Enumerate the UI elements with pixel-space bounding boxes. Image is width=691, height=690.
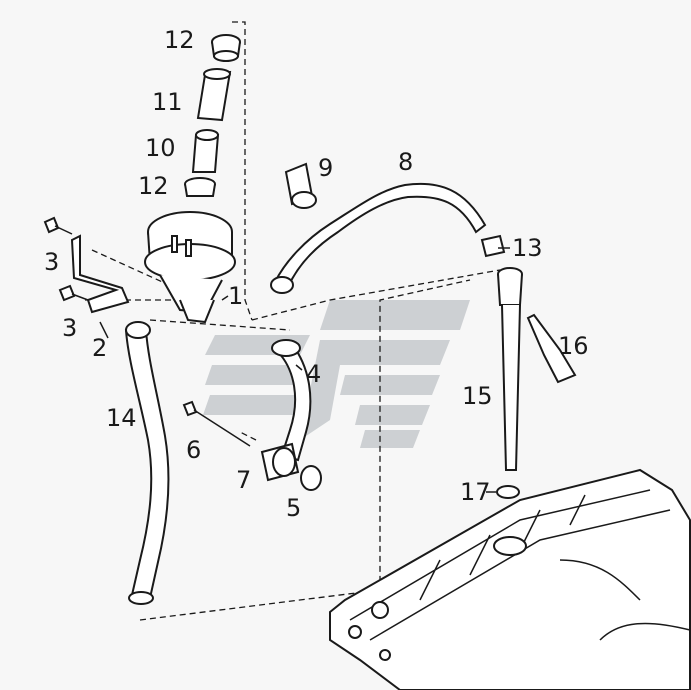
- o-ring-5: [300, 465, 322, 491]
- callout-2: 2: [92, 334, 107, 362]
- callout-17: 17: [460, 478, 491, 506]
- hose-11: [196, 68, 232, 122]
- callout-4: 4: [306, 360, 321, 388]
- callout-1: 1: [228, 282, 243, 310]
- bracket-2: [70, 234, 130, 314]
- hose-8: [270, 182, 487, 294]
- leader-lines: [99, 247, 510, 493]
- separator-1: [144, 211, 236, 324]
- intake-manifold: [329, 468, 691, 690]
- callout-10: 10: [145, 134, 176, 162]
- callout-3-upper: 3: [44, 248, 59, 276]
- callout-16: 16: [558, 332, 589, 360]
- callout-12-top: 12: [164, 26, 195, 54]
- callout-15: 15: [462, 382, 493, 410]
- dipstick-tube-15: [497, 267, 523, 471]
- hose-14: [124, 321, 170, 605]
- bolt-3-upper: [43, 216, 73, 235]
- callout-3-lower: 3: [62, 314, 77, 342]
- bolt-3-lower: [58, 284, 89, 302]
- adapter-7: [260, 442, 300, 482]
- callout-5: 5: [286, 494, 301, 522]
- bolt-6: [182, 400, 251, 447]
- callout-9: 9: [318, 154, 333, 182]
- fitting-13: [480, 234, 506, 258]
- callout-13: 13: [512, 234, 543, 262]
- callout-7: 7: [236, 466, 251, 494]
- clamp-12-top: [211, 34, 241, 62]
- clamp-12-lower: [184, 177, 216, 197]
- callout-12-lower: 12: [138, 172, 169, 200]
- clip-9: [284, 162, 317, 209]
- watermark-logo: [203, 300, 470, 448]
- sealant-tube-16: [526, 313, 577, 384]
- tube-10: [191, 129, 220, 173]
- ring-17: [496, 485, 520, 499]
- callout-14: 14: [106, 404, 137, 432]
- hose-4: [271, 339, 312, 462]
- callout-8: 8: [398, 148, 413, 176]
- callout-6: 6: [186, 436, 201, 464]
- callout-11: 11: [152, 88, 183, 116]
